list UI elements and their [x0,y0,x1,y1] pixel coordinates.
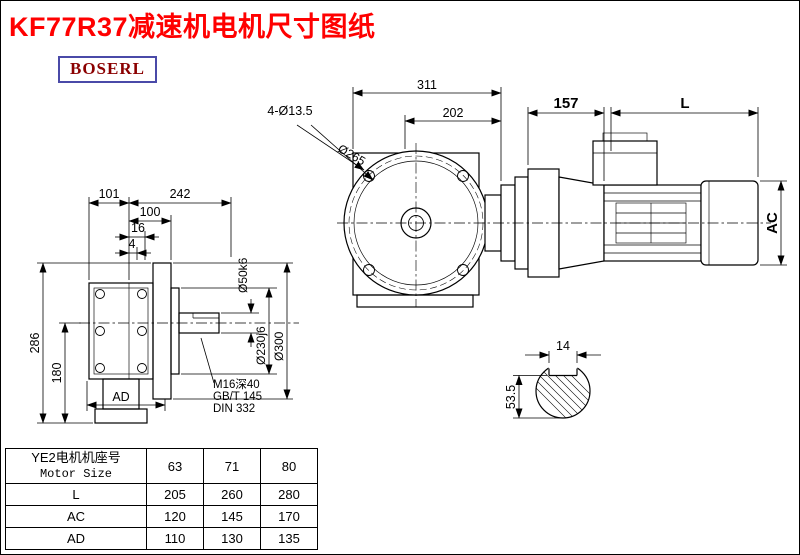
table-header-motor-size: YE2电机机座号 Motor Size [5,448,147,484]
housing-bolt-holes [95,289,147,373]
value-L-71: 260 [203,483,261,506]
dim-L: L [680,95,689,112]
value-AD-71: 130 [203,527,261,550]
table-header-row: YE2电机机座号 Motor Size 63 71 80 [5,448,318,484]
flange-bolt-holes [363,170,469,276]
dim-286: 286 [28,333,42,354]
dim-key-depth: 53.5 [504,385,518,409]
tap-note-thread: M16深40 [213,377,260,391]
dim-157: 157 [553,95,578,112]
dim-shaft-diameter: Ø50k6 [236,257,250,293]
dim-spigot-diameter: Ø230j6 [254,326,268,365]
value-L-63: 205 [146,483,204,506]
dim-ad: AD [112,390,129,404]
dim-202: 202 [443,106,464,120]
gearbox-housing-side [88,282,154,380]
frame-size-80: 80 [260,448,318,484]
table-header-cn: YE2电机机座号 [31,450,121,465]
dim-16: 16 [131,221,145,235]
dim-AC: AC [764,212,781,234]
dim-100: 100 [140,205,161,219]
value-AD-63: 110 [146,527,204,550]
frame-size-71: 71 [203,448,261,484]
frame-size-63: 63 [146,448,204,484]
dim-242: 242 [170,187,191,201]
row-label-L: L [5,483,147,506]
dim-265-diameter: Ø265 [336,141,369,168]
side-view: 101 242 100 16 4 286 180 AD Ø50k6 [28,187,299,424]
terminal-box [592,140,658,186]
value-AD-80: 135 [260,527,318,550]
dim-311: 311 [417,78,437,92]
gearbox-base [356,294,474,308]
tap-note-din: DIN 332 [213,403,255,415]
table-header-en: Motor Size [39,467,112,481]
shaft-section-view: 14 53.5 [504,339,601,419]
front-view: 311 202 4-Ø13.5 Ø265 157 L AC [267,78,787,308]
flange-spigot [170,287,180,375]
dim-101: 101 [99,187,120,201]
value-L-80: 280 [260,483,318,506]
dim-4: 4 [129,237,136,251]
bolt-holes-note: 4-Ø13.5 [267,104,312,118]
table-row-AD: AD 110 130 135 [5,527,318,550]
output-flange [152,262,172,400]
keyway [548,368,578,377]
table-row-L: L 205 260 280 [5,483,318,506]
page-title: KF77R37减速机电机尺寸图纸 [9,12,376,42]
dim-key-width: 14 [556,339,570,353]
table-row-AC: AC 120 145 170 [5,505,318,528]
housing-base [94,408,148,424]
value-AC-71: 145 [203,505,261,528]
boserl-logo-text: BOSERL [70,59,145,78]
tap-note-standard: GB/T 145 [213,391,262,403]
motor-size-table: YE2电机机座号 Motor Size 63 71 80 L 205 260 2… [5,448,318,550]
dim-flange-diameter: Ø300 [272,331,286,361]
value-AC-63: 120 [146,505,204,528]
row-label-AC: AC [5,505,147,528]
row-label-AD: AD [5,527,147,550]
dim-180: 180 [50,363,64,384]
value-AC-80: 170 [260,505,318,528]
boserl-logo: BOSERL [58,56,157,83]
